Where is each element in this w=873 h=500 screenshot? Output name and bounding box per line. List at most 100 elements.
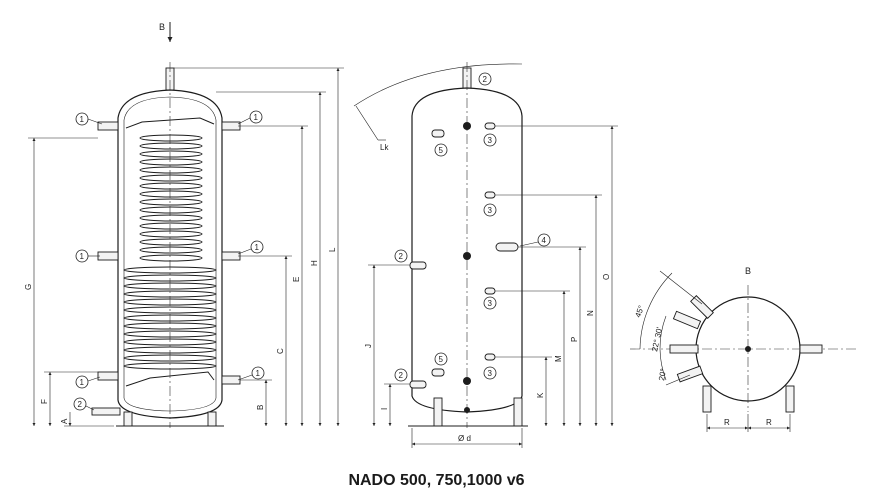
front-section-view: B 1 1 [24, 22, 344, 428]
nozzle-right-low [221, 375, 241, 385]
dimension-B: B [240, 379, 272, 426]
coil-loop [139, 182, 203, 190]
callout-1-top-right: 1 [237, 110, 263, 125]
callout-1-low-right: 1 [237, 366, 265, 381]
socket-5-low [431, 368, 445, 377]
dimension-O: O [495, 125, 618, 426]
svg-text:B: B [256, 405, 265, 410]
port-mid [463, 252, 471, 260]
callout-3-top: 3 [483, 133, 497, 147]
coil-loop [139, 246, 203, 254]
callout-4-heater: 4 [519, 233, 551, 247]
tank-inner-wall [123, 96, 217, 412]
socket-2-low [409, 380, 427, 389]
dimension-K: K [495, 356, 552, 426]
dimension-N: N [495, 194, 602, 426]
side-external-view: Lk 2 3 5 3 [353, 62, 618, 448]
coil-loop [123, 306, 217, 314]
svg-text:A: A [60, 418, 69, 424]
dimension-A: A [60, 412, 114, 427]
coil-loop [139, 166, 203, 174]
socket-3-top [484, 122, 496, 130]
svg-text:1: 1 [254, 113, 259, 122]
view-arrow-b-label: B [159, 22, 165, 32]
callout-5-low: 5 [434, 352, 448, 366]
radial-nozzle-right [799, 344, 823, 354]
callout-2-drain: 2 [73, 397, 95, 411]
coil-loop [139, 254, 203, 262]
coil-loop [139, 214, 203, 222]
callout-5-top: 5 [434, 143, 448, 157]
port-top [463, 122, 471, 130]
dimension-R-right: R [748, 414, 791, 432]
tilt-height-arc [353, 63, 523, 107]
nozzle-left-mid [97, 251, 119, 261]
socket-3-middle [484, 287, 496, 295]
socket-5-top [431, 129, 445, 138]
svg-text:O: O [602, 274, 611, 280]
coil-loop [139, 238, 203, 246]
callout-3-lower: 3 [483, 366, 497, 380]
dimension-H: H [216, 91, 326, 426]
svg-text:2: 2 [399, 371, 404, 380]
socket-3-upper [484, 191, 496, 199]
svg-text:I: I [380, 408, 389, 410]
svg-text:3: 3 [488, 206, 493, 215]
svg-text:H: H [310, 260, 319, 266]
callout-2-top: 2 [478, 72, 492, 86]
callout-3-middle: 3 [483, 296, 497, 310]
socket-3-lower [484, 353, 496, 361]
top-foot-left [702, 385, 712, 413]
svg-text:3: 3 [488, 299, 493, 308]
coil-loop [139, 206, 203, 214]
svg-text:G: G [24, 284, 33, 290]
heater-socket-4 [495, 242, 519, 252]
coil-loop [139, 134, 203, 142]
angle-22-label: 22° 30' [650, 326, 664, 353]
svg-text:P: P [570, 337, 579, 342]
dimension-I: I [380, 383, 410, 426]
coil-loop [139, 174, 203, 182]
side-foot-left [433, 397, 443, 427]
angle-20-label: 20° [657, 368, 668, 381]
nozzle-right-top [221, 121, 241, 131]
svg-text:F: F [40, 399, 49, 404]
svg-text:2: 2 [399, 252, 404, 261]
callout-3-upper: 3 [483, 203, 497, 217]
dimension-Lk-label: Lk [380, 143, 389, 152]
lower-coil-feed [125, 371, 215, 387]
svg-text:1: 1 [256, 369, 261, 378]
dimension-C: C [238, 255, 292, 426]
nozzle-right-mid [221, 251, 241, 261]
dimension-L: L [174, 67, 344, 426]
side-foot-right [513, 397, 523, 427]
dimension-G: G [24, 137, 98, 426]
svg-text:M: M [554, 355, 563, 362]
svg-text:1: 1 [80, 252, 85, 261]
svg-text:C: C [276, 348, 285, 354]
angle-arc-45 [639, 272, 673, 350]
svg-text:L: L [328, 247, 337, 252]
svg-text:N: N [586, 310, 595, 316]
callout-1-mid-left: 1 [75, 249, 100, 263]
svg-text:3: 3 [488, 369, 493, 378]
dimension-d: Ø d [411, 428, 523, 448]
svg-text:1: 1 [80, 378, 85, 387]
angle-ray-45 [659, 270, 703, 305]
callout-1-top-left: 1 [75, 112, 103, 126]
svg-text:J: J [364, 344, 373, 348]
top-center-port [745, 346, 751, 352]
svg-text:5: 5 [439, 146, 444, 155]
tilt-leader [355, 105, 379, 141]
dimension-P: P [518, 246, 586, 426]
dimension-J: J [364, 264, 410, 426]
coil-loop [139, 158, 203, 166]
svg-text:2: 2 [483, 75, 488, 84]
top-view-b: B 45° 22° 30' 20° R R [630, 266, 858, 432]
nozzle-left-top [97, 121, 119, 131]
angle-arc-22 [659, 315, 667, 350]
svg-text:E: E [292, 277, 301, 282]
svg-text:Ø d: Ø d [458, 434, 471, 443]
angle-arc-20 [659, 348, 667, 381]
